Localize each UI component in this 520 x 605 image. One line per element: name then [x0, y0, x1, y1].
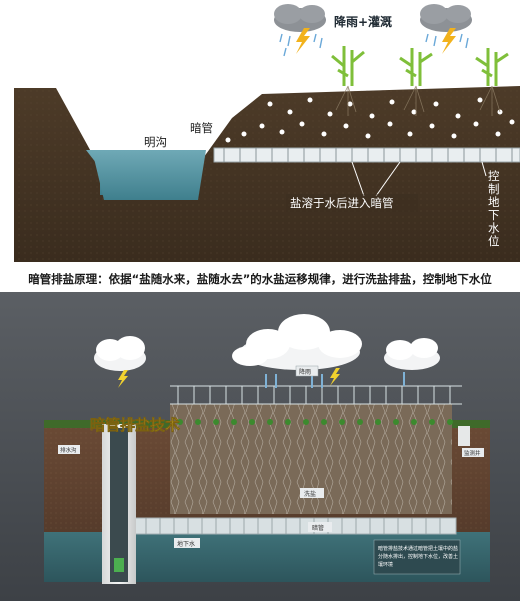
bottom-3d-svg: 降雨 暗管排盐技术 排水沟 监测井 洗盐 暗管 地下水 暗管排盐技术通过暗管把土…: [0, 292, 520, 601]
label-control-water-level: 控制地下水位: [488, 169, 500, 248]
drain-pipe-3d: [133, 517, 457, 535]
label-salt-enters-pipe: 盐溶于水后进入暗管: [290, 196, 394, 210]
label-groundwater: 地下水: [177, 540, 195, 548]
plant-3: [475, 48, 509, 86]
label-rain-irrigation: 降雨+灌溉: [334, 14, 392, 29]
label-left-well: 排水沟: [60, 446, 77, 454]
bottom-3d-panel: 降雨 暗管排盐技术 排水沟 监测井 洗盐 暗管 地下水 暗管排盐技术通过暗管把土…: [0, 292, 520, 601]
cloud-small: [94, 336, 146, 388]
label-rain: 降雨: [299, 368, 311, 376]
plant-2: [399, 48, 433, 86]
technology-title: 暗管排盐技术: [90, 416, 180, 434]
info-box: [373, 539, 461, 575]
crop-row: [177, 419, 453, 425]
rain-cloud-left: [274, 4, 326, 57]
label-ditch: 明沟: [144, 135, 167, 149]
drain-pipe: [213, 147, 520, 163]
top-cross-section-svg: 降雨+灌溉 明沟 暗管 盐溶于水后进入暗管 控制地下水位: [0, 0, 520, 268]
principle-caption: 暗管排盐原理：依据“盐随水来，盐随水去”的水盐运移规律，进行洗盐排盐，控制地下水…: [28, 272, 492, 286]
top-cross-section-panel: 降雨+灌溉 明沟 暗管 盐溶于水后进入暗管 控制地下水位: [0, 0, 520, 268]
cloud-large: [232, 314, 440, 388]
svg-text:控制地下水位: 控制地下水位: [488, 169, 500, 248]
label-right-well: 监测井: [464, 449, 481, 457]
rain-cloud-right: [420, 4, 472, 54]
label-pipe-bottom: 暗管: [312, 524, 324, 532]
plant-1: [331, 46, 365, 86]
info-text: 暗管排盐技术通过暗管把土壤中的盐 分随水排出，控制地下水位，改善土 壤环境: [378, 545, 460, 568]
irrigation-frame: [170, 385, 462, 405]
right-well: [458, 426, 470, 446]
label-pipe-top: 暗管: [190, 121, 213, 135]
label-wash-salt: 洗盐: [304, 490, 316, 498]
